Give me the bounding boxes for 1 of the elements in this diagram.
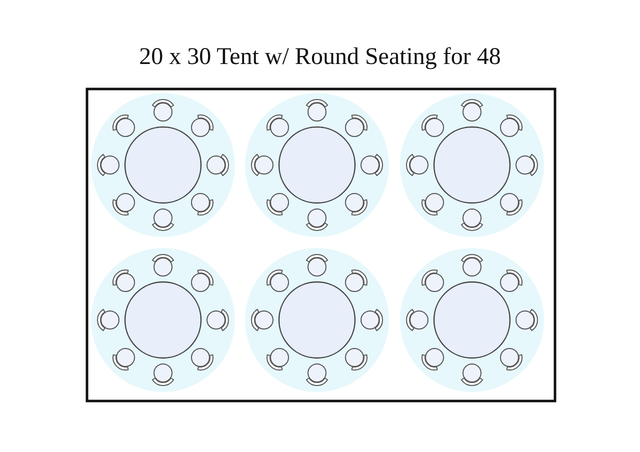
diagram-title: 20 x 30 Tent w/ Round Seating for 48 xyxy=(138,44,502,71)
